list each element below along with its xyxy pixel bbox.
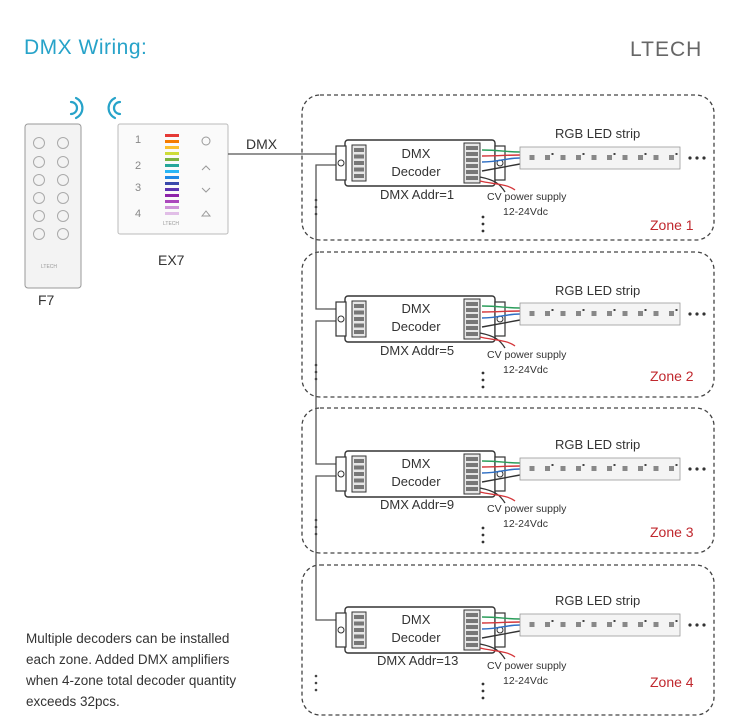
panel-brand-mark: LTECH <box>163 221 180 227</box>
decoder-address-3: DMX Addr=9 <box>380 497 455 512</box>
zone-box-1 <box>301 94 715 241</box>
decoder-address-4: DMX Addr=13 <box>377 653 459 668</box>
power-supply-2: CV power supply <box>487 349 567 361</box>
wireless-signal-icon <box>69 96 84 120</box>
zone-label-4: Zone 4 <box>650 674 694 690</box>
decoder-address-1: DMX Addr=1 <box>380 187 455 202</box>
zone-4-devices <box>335 606 706 700</box>
f7-remote <box>24 123 82 289</box>
panel-key-2: 2 <box>135 160 142 172</box>
ex7-panel <box>117 123 229 235</box>
zone-1-devices <box>335 139 706 233</box>
power-supply-1: CV power supply <box>487 191 567 203</box>
decoder-address-2: DMX Addr=5 <box>380 343 455 358</box>
rgb-led-strip <box>519 613 681 637</box>
power-voltage-2: 12-24Vdc <box>503 364 548 376</box>
panel-key-1: 1 <box>135 134 142 146</box>
panel-label: EX7 <box>158 252 185 268</box>
strip-label-3: RGB LED strip <box>555 437 641 452</box>
rgb-led-strip <box>519 146 681 170</box>
dmx-line-label: DMX <box>246 136 278 152</box>
strip-label-4: RGB LED strip <box>555 593 641 608</box>
installation-note: Multiple decoders can be installed each … <box>26 631 237 709</box>
zone-box-2 <box>301 251 715 398</box>
zone-label-1: Zone 1 <box>650 217 694 233</box>
strip-label-1: RGB LED strip <box>555 126 641 141</box>
zone-label-3: Zone 3 <box>650 524 694 540</box>
strip-label-2: RGB LED strip <box>555 283 641 298</box>
power-voltage-3: 12-24Vdc <box>503 518 548 530</box>
panel-key-3: 3 <box>135 182 142 194</box>
brand-logo: LTECH <box>630 38 703 61</box>
zone-label-2: Zone 2 <box>650 368 694 384</box>
power-supply-3: CV power supply <box>487 503 567 515</box>
rgb-led-strip <box>519 457 681 481</box>
zone-2-devices <box>335 295 706 389</box>
power-voltage-1: 12-24Vdc <box>503 206 548 218</box>
zone-3-devices <box>335 450 706 544</box>
remote-brand-mark: LTECH <box>41 264 58 270</box>
power-voltage-4: 12-24Vdc <box>503 675 548 687</box>
wireless-signal-icon <box>107 96 122 120</box>
rgb-led-strip <box>519 302 681 326</box>
remote-label: F7 <box>38 292 55 308</box>
panel-key-4: 4 <box>135 208 142 220</box>
color-wheel-slider <box>165 134 179 215</box>
zone-box-3 <box>301 407 715 554</box>
page-title: DMX Wiring: <box>24 36 148 59</box>
power-supply-4: CV power supply <box>487 660 567 672</box>
